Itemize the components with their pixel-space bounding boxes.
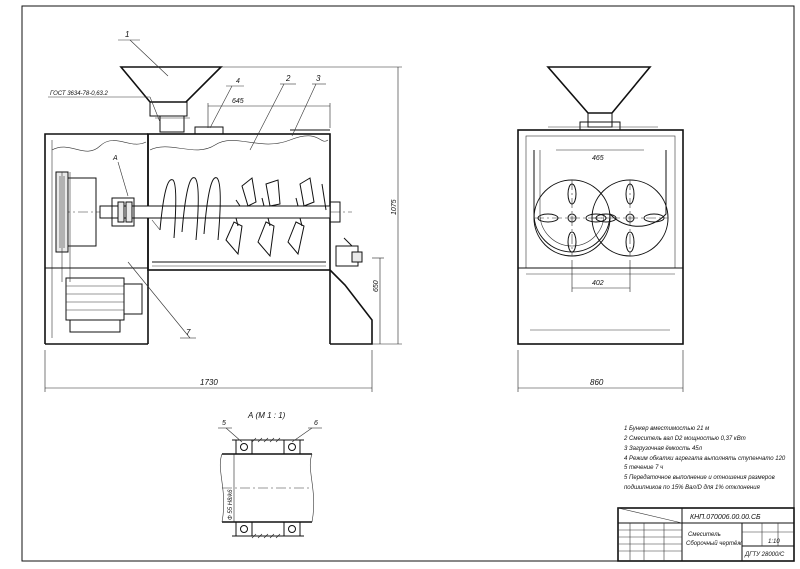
callout-gost: ГОСТ 3634-78-0,63.2 [50, 91, 109, 97]
dim-side-width: 860 [590, 378, 604, 387]
dim-front-height: 1075 [391, 199, 398, 215]
lid-clamp [194, 126, 224, 135]
section-title: А (М 1 : 1) [247, 411, 286, 420]
drawing-name: Смеситель [688, 532, 721, 538]
side-trough [533, 150, 667, 253]
callout-3: 3 [316, 74, 321, 83]
note-4b: 5 течение 7 ч [624, 465, 663, 471]
drawing-type: Сборочный чертёж [686, 540, 742, 547]
section-a-bearing: А (М 1 : 1) Ф 55 Н8/k6 5 [218, 411, 322, 539]
technical-notes: 1 Бункер вместимостью 21 м 2 Смеситель в… [623, 426, 786, 491]
callout-5: 5 [222, 420, 226, 427]
sheet-frame [21, 5, 795, 562]
callout-1: 1 [125, 30, 129, 39]
drawing-scale: 1:10 [768, 539, 780, 545]
screw-flights [151, 177, 221, 241]
note-3: 3 Загрузочная ёмкость 45л [624, 446, 703, 452]
organization-code: ДГТУ 28000/С [744, 552, 785, 558]
callout-4: 4 [236, 78, 240, 85]
dim-side-top: 465 [592, 155, 604, 162]
coupling [111, 197, 135, 227]
bearing-top-left [235, 439, 253, 455]
note-4: 4 Режим обкатки агрегата выполнять ступе… [624, 456, 786, 462]
bearing-top-right [283, 439, 301, 455]
title-block: КНП.070006.00.00.СБ Смеситель Сборочный … [617, 507, 795, 562]
hopper-neck [159, 115, 185, 133]
side-hopper [546, 66, 652, 114]
drive-housing [44, 133, 148, 344]
dim-top-span: 645 [232, 98, 244, 105]
note-1: 1 Бункер вместимостью 21 м [624, 426, 709, 432]
front-view: 1730 645 1075 650 1 4 2 3 ГОСТ 3634-78-0… [44, 30, 402, 392]
side-view: 860 465 402 [517, 66, 684, 392]
drawing-code: КНП.070006.00.00.СБ [690, 514, 761, 521]
note-5b: подшипников по 15% Вал/D для 1% отклонен… [624, 485, 761, 491]
side-housing [517, 129, 684, 345]
note-2: 2 Смеситель вал D2 мощностью 0,37 кВт [623, 436, 746, 442]
callout-6: 6 [314, 420, 318, 427]
dim-front-lower: 650 [373, 280, 380, 292]
rotor-right [591, 179, 669, 257]
bearing-bottom-left [235, 521, 253, 537]
support-frame [329, 269, 373, 345]
callout-view-a: A [112, 155, 118, 162]
mixer-paddles [225, 177, 327, 258]
dim-bearing-diameter: Ф 55 Н8/k6 [228, 489, 234, 520]
note-5: 5 Передаточное выполнение и отношения ра… [624, 475, 775, 481]
callout-7: 7 [186, 328, 191, 337]
bearing-bottom-right [283, 521, 301, 537]
callout-2: 2 [285, 74, 291, 83]
dim-side-center: 402 [592, 280, 604, 287]
electric-motor [65, 277, 143, 333]
dim-front-width: 1730 [200, 378, 218, 387]
